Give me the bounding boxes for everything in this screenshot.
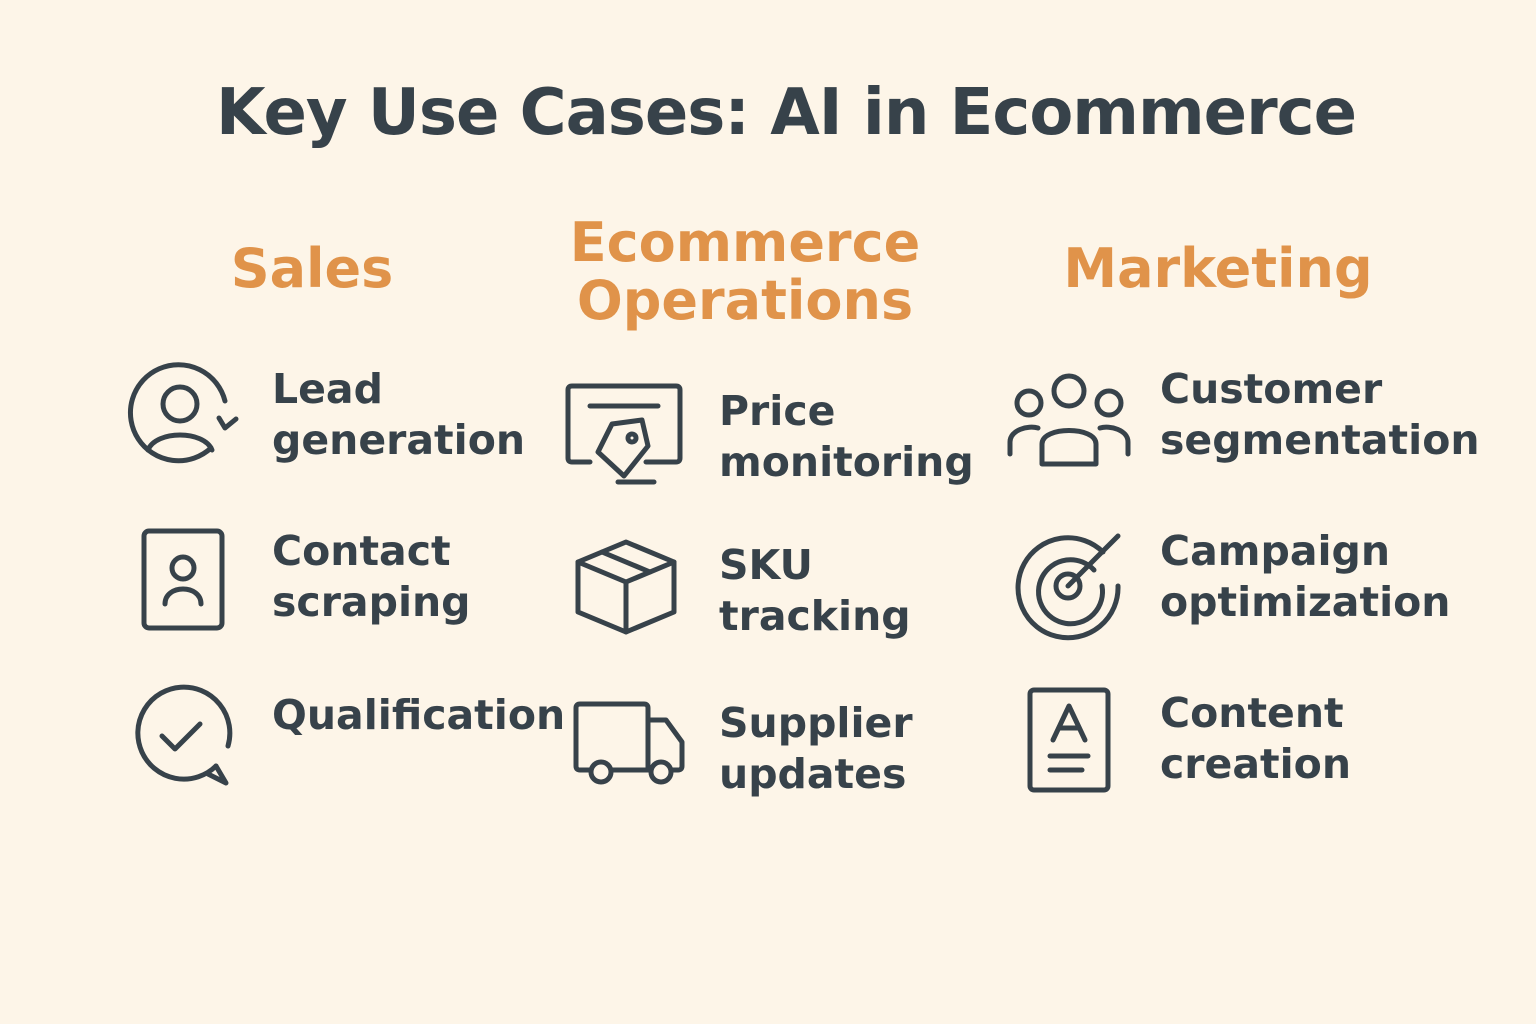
price-tag-monitor-icon xyxy=(564,382,686,488)
list-item-content-creation: Content creation xyxy=(1160,689,1352,788)
column-heading-marketing: Marketing xyxy=(1063,237,1373,300)
list-item-supplier-updates: Supplier updates xyxy=(719,699,913,798)
user-refresh-icon xyxy=(128,362,244,466)
list-item-contact-scraping: Contact scraping xyxy=(272,527,471,626)
people-group-icon xyxy=(1006,372,1132,470)
column-heading-sales: Sales xyxy=(230,237,394,300)
box-icon xyxy=(572,538,680,638)
list-item-qualification: Qualification xyxy=(272,691,566,739)
check-chat-icon xyxy=(132,684,236,790)
list-item-sku-tracking: SKU tracking xyxy=(719,541,911,640)
list-item-lead-generation: Lead generation xyxy=(272,365,526,464)
list-item-customer-segmentation: Customer segmentation xyxy=(1160,365,1480,464)
target-icon xyxy=(1014,530,1126,641)
document-a-icon xyxy=(1026,686,1112,794)
list-item-price-monitoring: Price monitoring xyxy=(719,387,974,486)
column-heading-ecommerce-operations: Ecommerce Operations xyxy=(569,211,921,333)
page-title: Key Use Cases: AI in Ecommerce xyxy=(216,76,1357,150)
list-item-campaign-optimization: Campaign optimization xyxy=(1160,527,1451,626)
truck-icon xyxy=(572,700,688,790)
contact-card-icon xyxy=(140,528,226,632)
